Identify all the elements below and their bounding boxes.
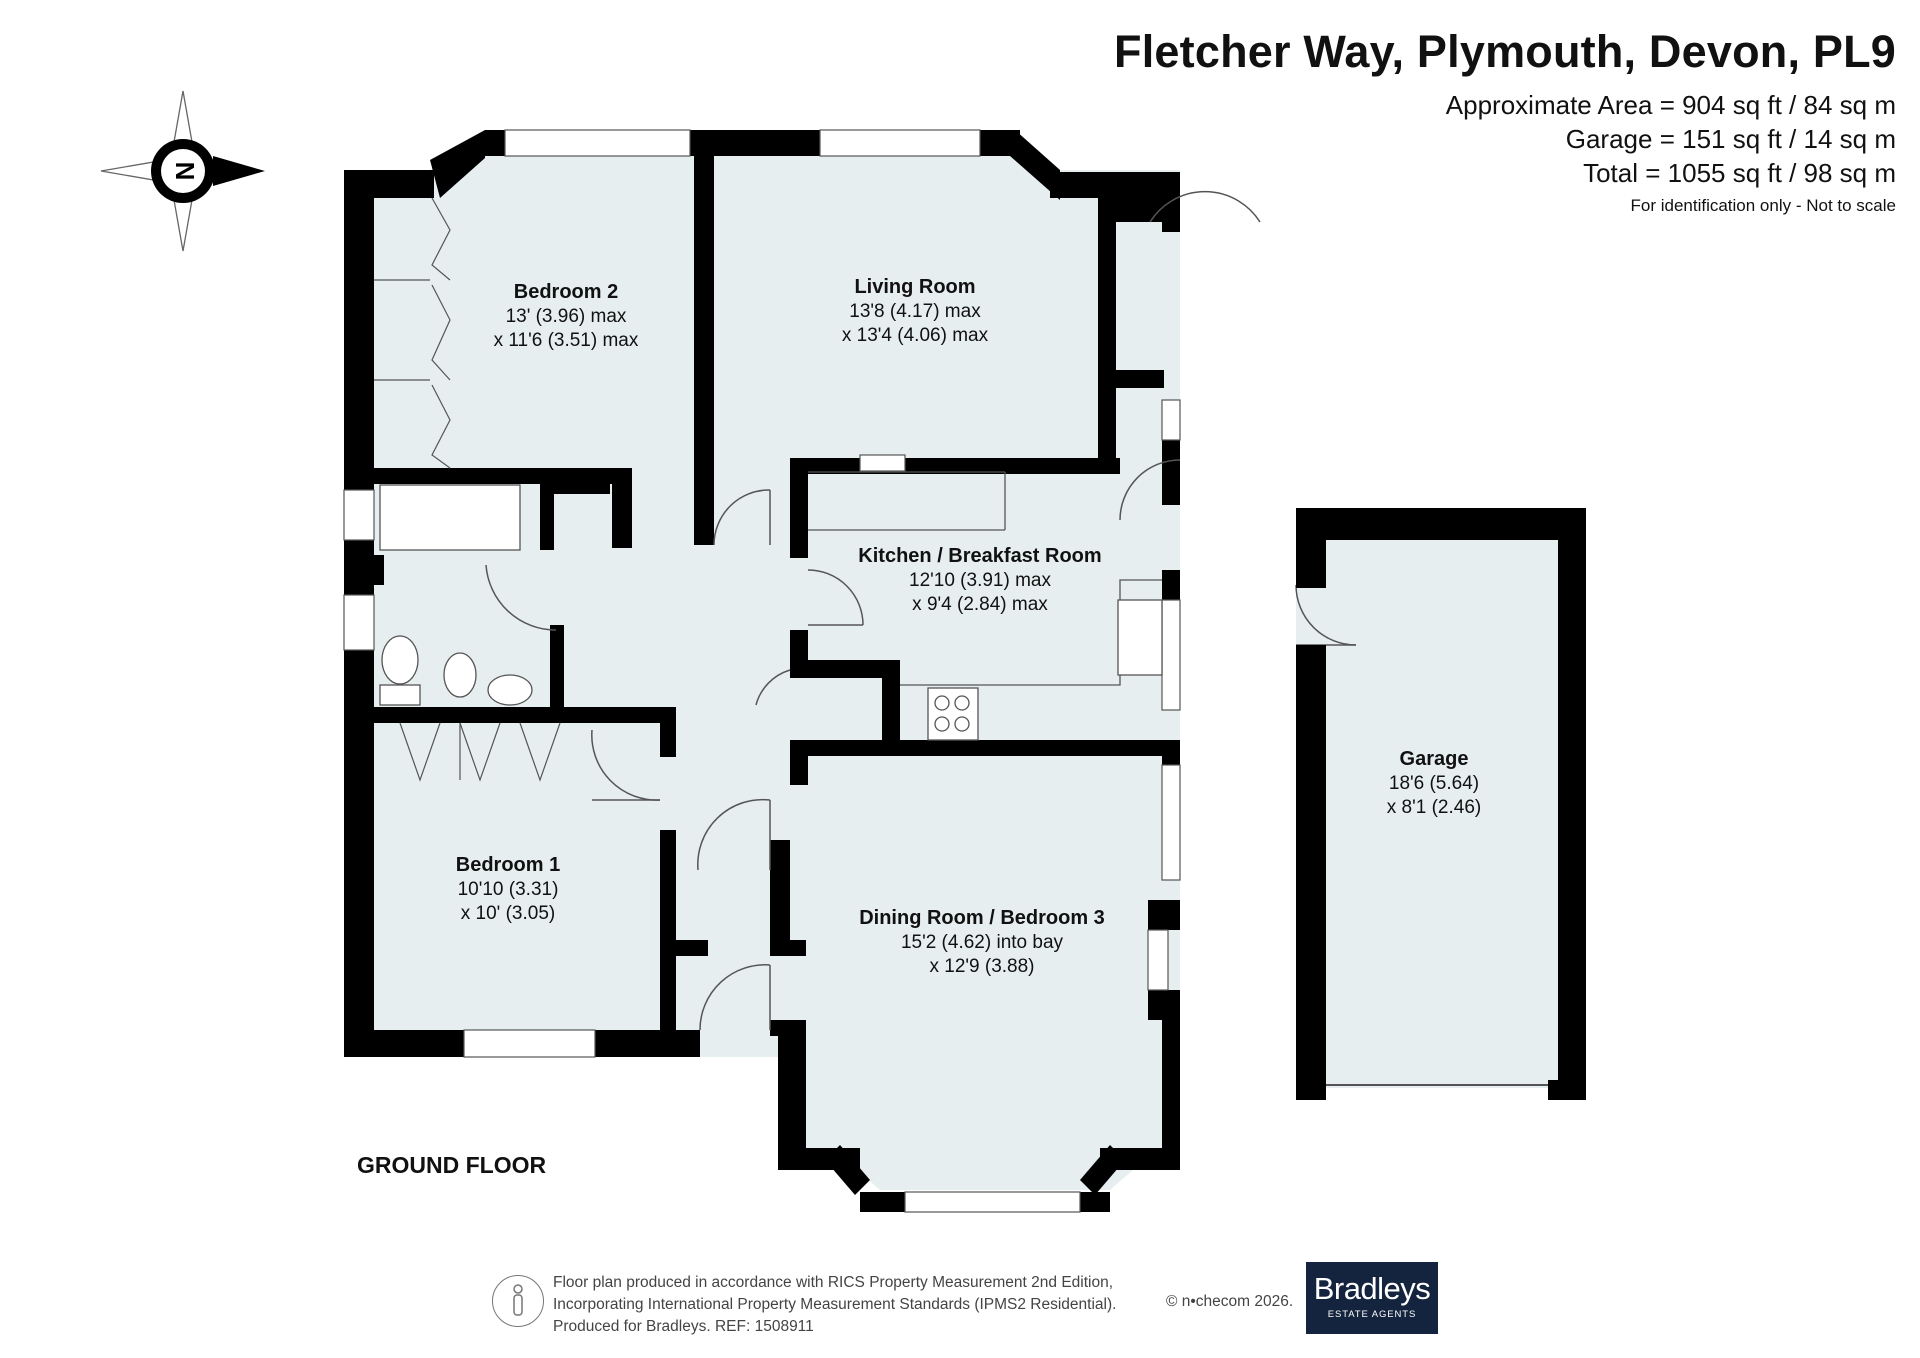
garage-walls — [1296, 508, 1586, 1100]
bidet-icon — [443, 652, 477, 698]
living-name: Living Room — [854, 276, 975, 298]
floor-label: GROUND FLOOR — [357, 1152, 547, 1178]
logo-sub-text: ESTATE AGENTS — [1327, 1309, 1417, 1320]
property-title: Fletcher Way, Plymouth, Devon, PL9 — [1114, 26, 1896, 77]
bedroom2-dim2: x 11'6 (3.51) max — [494, 330, 639, 351]
logo-main-text: Bradleys — [1313, 1271, 1431, 1306]
toilet-icon — [381, 635, 419, 685]
bedroom1-dim2: x 10' (3.05) — [461, 903, 555, 924]
wardrobes — [374, 197, 561, 782]
sink-icon — [1117, 599, 1163, 676]
basin-icon — [487, 674, 533, 706]
bedroom2-name: Bedroom 2 — [514, 281, 618, 303]
dining-dim1: 15'2 (4.62) into bay — [901, 932, 1064, 953]
garage-dim2: x 8'1 (2.46) — [1387, 797, 1481, 818]
kitchen-fixtures — [808, 471, 1163, 741]
footer-text: Floor plan produced in accordance with R… — [553, 1272, 1116, 1338]
footer-line2: Incorporating International Property Mea… — [553, 1296, 1117, 1313]
identification-note: For identification only - Not to scale — [1630, 196, 1896, 215]
living-dim1: 13'8 (4.17) max — [849, 301, 981, 322]
compass-rose-icon — [100, 90, 265, 252]
room-labels: Bedroom 2 13' (3.96) max x 11'6 (3.51) m… — [456, 276, 1481, 977]
rics-person-icon — [492, 1275, 544, 1327]
kitchen-name: Kitchen / Breakfast Room — [858, 545, 1101, 567]
area-garage: Garage = 151 sq ft / 14 sq m — [1565, 124, 1896, 154]
compass-north-label: N — [170, 162, 200, 181]
bedroom2-dim1: 13' (3.96) max — [506, 306, 627, 327]
footer-copyright: © n•checom 2026. — [1166, 1293, 1294, 1310]
door-swings — [485, 190, 1357, 1031]
kitchen-dim1: 12'10 (3.91) max — [909, 570, 1051, 591]
footer-line3: Produced for Bradleys. REF: 1508911 — [553, 1318, 814, 1335]
bath-icon — [379, 484, 521, 551]
bradleys-logo: Bradleys ESTATE AGENTS — [1306, 1262, 1438, 1334]
living-dim2: x 13'4 (4.06) max — [842, 325, 989, 346]
footer-line1: Floor plan produced in accordance with R… — [553, 1274, 1114, 1291]
dining-name: Dining Room / Bedroom 3 — [859, 907, 1105, 929]
kitchen-dim2: x 9'4 (2.84) max — [912, 594, 1048, 615]
bathroom-fixtures — [379, 484, 533, 706]
area-approx: Approximate Area = 904 sq ft / 84 sq m — [1445, 90, 1896, 120]
floor-areas — [344, 130, 1560, 1190]
dining-dim2: x 12'9 (3.88) — [929, 956, 1034, 977]
header: Fletcher Way, Plymouth, Devon, PL9 Appro… — [1114, 26, 1896, 216]
bedroom1-name: Bedroom 1 — [456, 854, 560, 876]
garage-name: Garage — [1400, 748, 1469, 770]
area-total: Total = 1055 sq ft / 98 sq m — [1583, 158, 1896, 188]
bedroom1-dim1: 10'10 (3.31) — [458, 879, 559, 900]
hob-icon — [927, 687, 979, 741]
garage-dim1: 18'6 (5.64) — [1389, 773, 1479, 794]
